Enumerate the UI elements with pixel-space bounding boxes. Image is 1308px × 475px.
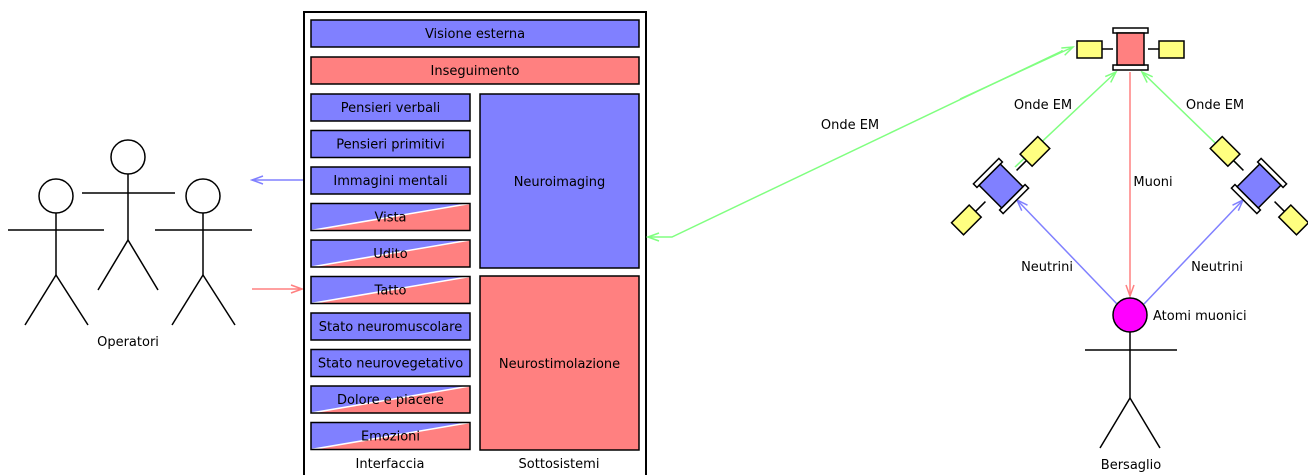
em-link-right-label: Onde EM bbox=[1186, 98, 1244, 113]
sottosistemi-label: Sottosistemi bbox=[519, 457, 600, 472]
neurostimolazione-box bbox=[479, 275, 640, 451]
neurostimolazione-label: Neurostimolazione bbox=[499, 357, 620, 372]
interface-item: Stato neuromuscolare bbox=[310, 312, 471, 341]
interfaccia-label: Interfaccia bbox=[356, 457, 425, 472]
interface-item-box bbox=[310, 348, 471, 378]
interface-item-diagonal bbox=[310, 239, 471, 268]
operator-figure-middle bbox=[82, 139, 175, 291]
muon-link-label: Muoni bbox=[1133, 175, 1172, 190]
interface-item-label: Stato neurovegetativo bbox=[318, 357, 463, 372]
muonic-atom-icon bbox=[1112, 297, 1148, 333]
interface-item-box bbox=[310, 93, 471, 122]
top-item-label-1: Inseguimento bbox=[431, 64, 520, 79]
interface-item: Pensieri primitivi bbox=[310, 129, 471, 159]
interface-item: Tatto bbox=[310, 275, 471, 305]
satellite-top bbox=[1076, 27, 1185, 71]
top-item-label-0: Visione esterna bbox=[425, 27, 525, 42]
interface-item-box bbox=[310, 129, 471, 159]
target-figure bbox=[1085, 332, 1177, 449]
interface-item-label: Pensieri verbali bbox=[341, 101, 441, 116]
neuroimaging-box bbox=[479, 93, 640, 269]
interface-item: Immagini mentali bbox=[310, 166, 471, 195]
interface-item-box bbox=[310, 166, 471, 195]
interface-item: Emozioni bbox=[310, 421, 471, 451]
interface-item: Dolore e piacere bbox=[310, 385, 471, 414]
interface-item-box bbox=[310, 239, 471, 268]
interface-item-box bbox=[310, 385, 471, 414]
top-item-box-1 bbox=[310, 56, 640, 85]
em-link-left-label: Onde EM bbox=[1014, 98, 1072, 113]
interface-item-diagonal bbox=[310, 275, 471, 305]
operators-group bbox=[8, 139, 252, 326]
neutrino-link-left bbox=[1017, 200, 1118, 305]
satellite-left bbox=[950, 135, 1051, 236]
interface-item-box bbox=[310, 275, 471, 305]
target-label: Bersaglio bbox=[1101, 458, 1161, 473]
operator-figure-right bbox=[155, 178, 252, 326]
neutrino-link-right bbox=[1143, 200, 1243, 305]
interface-item-label: Stato neuromuscolare bbox=[319, 320, 462, 335]
interface-item: Stato neurovegetativo bbox=[310, 348, 471, 378]
top-items-group: Visione esterna Inseguimento bbox=[310, 19, 640, 85]
em-link-main-label: Onde EM bbox=[821, 118, 879, 133]
muonic-atom-label: Atomi muonici bbox=[1153, 309, 1247, 324]
top-item-box-0 bbox=[310, 19, 640, 48]
interface-item-box bbox=[310, 202, 471, 232]
interface-item-label: Pensieri primitivi bbox=[336, 138, 445, 153]
interface-item-diagonal bbox=[310, 385, 471, 414]
neutrino-link-right-label: Neutrini bbox=[1191, 260, 1243, 275]
interface-item: Pensieri verbali bbox=[310, 93, 471, 122]
interface-item-label: Dolore e piacere bbox=[337, 393, 444, 408]
neutrino-link-left-label: Neutrini bbox=[1021, 260, 1073, 275]
interface-item-label: Tatto bbox=[374, 284, 407, 299]
satellite-right bbox=[1209, 135, 1308, 236]
interface-item-label: Vista bbox=[374, 211, 406, 226]
interface-item-label: Emozioni bbox=[361, 430, 420, 445]
operator-figure-left bbox=[8, 178, 104, 326]
neuroimaging-label: Neuroimaging bbox=[514, 175, 606, 190]
operators-label: Operatori bbox=[97, 335, 159, 350]
em-link-main-head bbox=[959, 47, 1073, 100]
interface-item-diagonal bbox=[310, 202, 471, 232]
interface-item-diagonal bbox=[310, 421, 471, 451]
interface-item-box bbox=[310, 312, 471, 341]
interface-item-label: Udito bbox=[373, 247, 407, 262]
interface-item-label: Immagini mentali bbox=[333, 174, 447, 189]
interface-item-box bbox=[310, 421, 471, 451]
interface-item: Udito bbox=[310, 239, 471, 268]
interface-item: Vista bbox=[310, 202, 471, 232]
